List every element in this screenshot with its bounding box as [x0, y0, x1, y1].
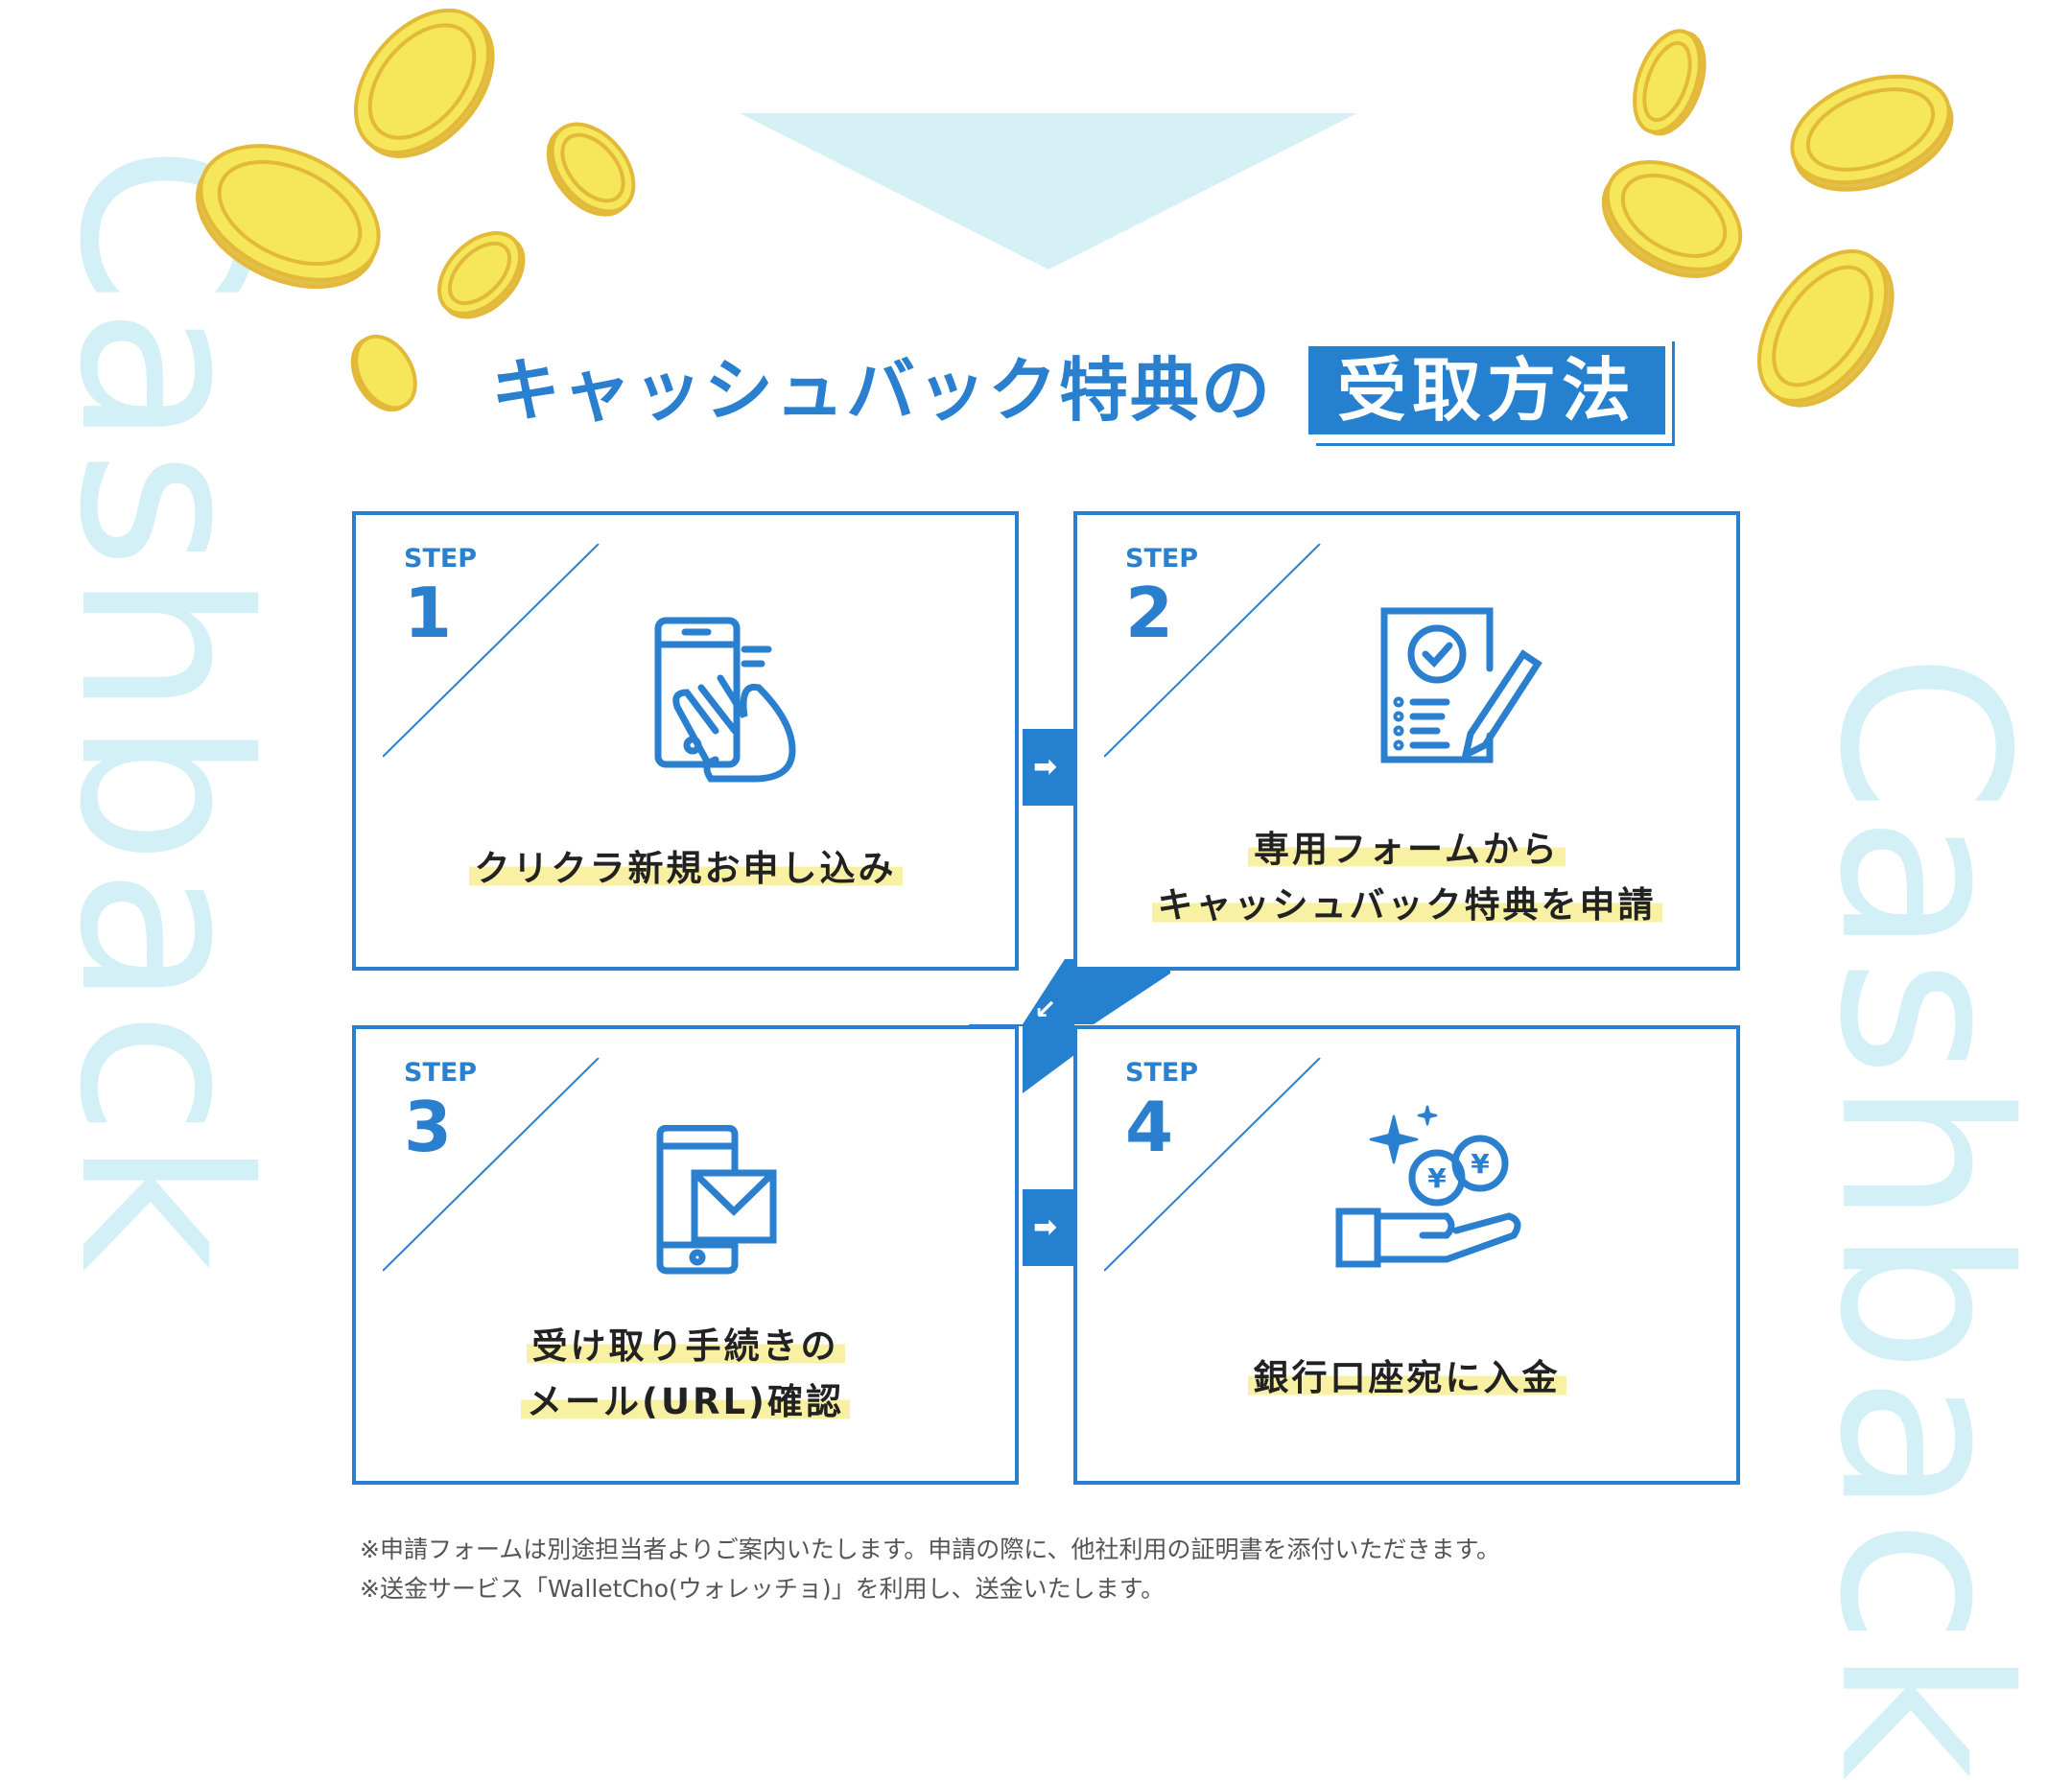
step-text-line: 銀行口座宛に入金: [1247, 1357, 1566, 1398]
step-text: クリクラ新規お申し込み: [356, 841, 1015, 897]
step-text: 専用フォームから キャッシュバック特典を申請: [1077, 822, 1736, 933]
step-text-line: 受け取り手続きの: [526, 1325, 845, 1367]
connector-1-2: [1023, 729, 1076, 806]
step-card-1: STEP 1 クリクラ新規お申し込み: [352, 511, 1019, 971]
diagonal-divider: [1104, 1058, 1321, 1272]
step-number: 4: [1125, 1087, 1174, 1167]
hand-yen-coins-icon: ¥ ¥: [1335, 1105, 1521, 1268]
footnote: ※送金サービス「WalletCho(ウォレッチョ)」を利用し、送金いたします。: [360, 1575, 1166, 1603]
diagonal-divider: [1104, 544, 1321, 758]
title-highlight-wrap: 受取方法: [1308, 334, 1676, 446]
step-label: STEP: [1125, 544, 1199, 574]
smartphone-tap-icon: [654, 617, 796, 783]
form-checklist-pen-icon: [1380, 607, 1542, 763]
svg-text:¥: ¥: [1427, 1162, 1447, 1194]
footnotes: ※申請フォームは別途担当者よりご案内いたします。申請の際に、他社利用の証明書を添…: [360, 1530, 1500, 1608]
step-card-3: STEP 3 受け取り手続きの メール(URL)確認: [352, 1025, 1019, 1485]
coins-decoration-left: [196, 8, 636, 412]
connector-3-4: [1023, 1189, 1076, 1266]
diagonal-divider: [383, 1058, 600, 1272]
step-label: STEP: [404, 1058, 478, 1088]
footnote: ※申請フォームは別途担当者よりご案内いたします。申請の際に、他社利用の証明書を添…: [360, 1536, 1500, 1563]
step-card-4: STEP 4 ¥ ¥ 銀行口座宛に入金: [1073, 1025, 1740, 1485]
step-label: STEP: [404, 544, 478, 574]
svg-text:¥: ¥: [1471, 1148, 1490, 1180]
step-number: 1: [404, 573, 453, 653]
page-title: キャッシュバック特典の 受取方法: [491, 326, 1676, 446]
arrow-right-icon: ➡: [1033, 1210, 1058, 1244]
cashback-watermark-right: Cashback: [1789, 652, 2058, 1782]
smartphone-mail-icon: [656, 1125, 777, 1275]
arrow-right-icon: ➡: [1033, 750, 1058, 784]
title-highlight: 受取方法: [1308, 345, 1666, 434]
step-text: 受け取り手続きの メール(URL)確認: [356, 1319, 1015, 1430]
connector-2-3: [969, 959, 1170, 1093]
step-text-line: キャッシュバック特典を申請: [1151, 884, 1662, 926]
step-text-line: 専用フォームから: [1248, 829, 1566, 870]
step-card-2: STEP 2 専用フォームから キャッシュバック特典を申請: [1073, 511, 1740, 971]
coins-decoration-right: [1601, 29, 1954, 408]
step-label: STEP: [1125, 1058, 1199, 1088]
down-triangle-decoration: [740, 113, 1357, 270]
step-text: 銀行口座宛に入金: [1077, 1350, 1736, 1406]
step-text-line: クリクラ新規お申し込み: [468, 848, 903, 889]
title-main: キャッシュバック特典の: [491, 349, 1273, 431]
arrow-down-left-icon: ↙: [1034, 994, 1057, 1025]
step-number: 2: [1125, 573, 1174, 653]
title-highlight-shadow: [1316, 340, 1676, 446]
diagonal-divider: [383, 544, 600, 758]
step-number: 3: [404, 1087, 453, 1167]
step-text-line: メール(URL)確認: [521, 1381, 850, 1422]
